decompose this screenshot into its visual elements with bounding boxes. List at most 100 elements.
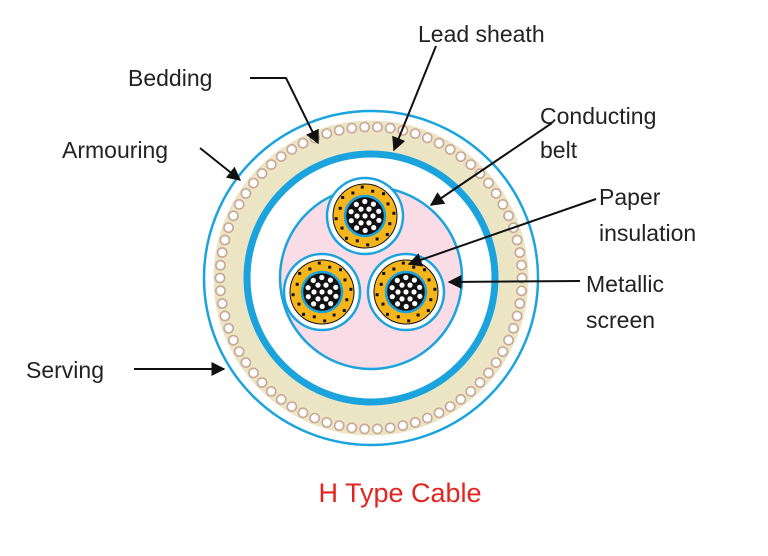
insulation-speck (340, 226, 344, 230)
insulation-speck (332, 313, 336, 317)
cable-cross-section (202, 109, 540, 447)
insulation-speck (423, 268, 426, 272)
armour-wire (297, 407, 309, 419)
conductor-strand (319, 289, 325, 295)
insulation-speck (328, 265, 332, 269)
label-lead-sheath: Lead sheath (418, 21, 545, 47)
conductor-strand (376, 208, 382, 214)
armour-wire (275, 393, 287, 405)
armour-wires (214, 121, 528, 435)
armour-wire (227, 334, 239, 346)
armour-wire (474, 377, 486, 388)
armour-wire (240, 357, 252, 368)
conductor-strand (323, 282, 329, 288)
conductor-strand (358, 220, 364, 226)
conductor-strand (362, 213, 368, 219)
conductor-strand (327, 277, 333, 283)
armour-wire (346, 122, 358, 134)
conductor-strand (399, 296, 405, 302)
armour-wire (455, 151, 467, 162)
conductor-strand (376, 217, 382, 223)
insulation-speck (345, 236, 348, 240)
metallic-screen-arrow (447, 274, 581, 289)
armour-wire (233, 346, 245, 357)
armour-wire (333, 420, 345, 431)
conductor-strand (389, 285, 395, 291)
armour-wire (359, 423, 370, 435)
conductor-strand (348, 209, 354, 215)
insulation-speck (345, 298, 349, 302)
armour-wire (216, 247, 228, 258)
insulation-speck (342, 309, 346, 312)
armour-wire (256, 377, 268, 388)
armour-wire (227, 210, 239, 222)
armour-wire (514, 298, 526, 309)
insulation-speck (392, 211, 396, 215)
insulation-speck (381, 302, 385, 306)
conductor-strand (366, 220, 372, 226)
armour-wire (371, 121, 383, 133)
armour-wire (511, 234, 523, 246)
armour-wire (256, 168, 268, 179)
insulation-speck (386, 202, 390, 206)
armour-wire (455, 393, 467, 405)
insulation-speck (388, 222, 392, 226)
insulation-speck (375, 237, 379, 241)
armour-wire (397, 420, 409, 431)
conductor-strand (407, 296, 413, 302)
conductor-strand (370, 213, 376, 219)
armour-wire (359, 121, 370, 133)
armour-wire (346, 422, 358, 434)
armour-wire (444, 143, 456, 155)
conductor-strand (333, 293, 339, 299)
conductor-strand (395, 289, 401, 295)
conductor-strand (403, 289, 409, 295)
armour-wire (275, 151, 287, 162)
armour-wire (384, 422, 396, 434)
armour-wire (421, 132, 433, 144)
conductor-strand (389, 294, 395, 300)
label-bedding: Bedding (128, 65, 212, 91)
conductor-strand (319, 274, 325, 281)
conductor-strand (371, 225, 377, 231)
lead-sheath-arrow (392, 45, 437, 152)
insulation-speck (429, 298, 433, 302)
insulation-speck (401, 261, 405, 265)
conductor-strand (327, 289, 333, 295)
armour-wire (384, 122, 396, 134)
conductor-strand (315, 282, 321, 288)
conductor-strand (305, 285, 311, 291)
insulation-speck (298, 272, 302, 275)
insulation-speck (386, 312, 389, 316)
conductor-strand (417, 284, 423, 290)
armour-wire (516, 259, 527, 271)
insulation-speck (297, 302, 301, 306)
armour-wire (240, 187, 252, 199)
conductor-strand (311, 301, 317, 307)
insulation-speck (412, 265, 416, 269)
armour-wire (465, 385, 477, 397)
conductor-strand (362, 198, 368, 205)
labels: Lead sheath Bedding Armouring Conducting… (26, 21, 696, 508)
insulation-speck (291, 293, 295, 297)
armour-wire (503, 334, 514, 346)
conducting-belt-arrow (429, 122, 553, 206)
conductor-strand (315, 296, 321, 302)
label-paper-insulation-line2: insulation (599, 220, 696, 246)
conductor-strand (328, 301, 334, 307)
insulation-speck (349, 287, 353, 291)
conductor-strand (311, 289, 317, 295)
armour-wire (490, 187, 502, 199)
conductor-strand (348, 218, 354, 224)
paper-insulation-arrow (407, 198, 597, 267)
insulation-speck (427, 278, 431, 282)
insulation-speck (426, 309, 430, 312)
conductor-strand (370, 201, 376, 207)
insulation-speck (308, 267, 312, 271)
armour-wire (433, 137, 445, 149)
insulation-speck (355, 239, 359, 243)
conductor-strand (323, 296, 329, 302)
insulation-speck (295, 282, 299, 286)
conductor-strand (411, 277, 417, 283)
armouring-arrow (199, 147, 242, 181)
